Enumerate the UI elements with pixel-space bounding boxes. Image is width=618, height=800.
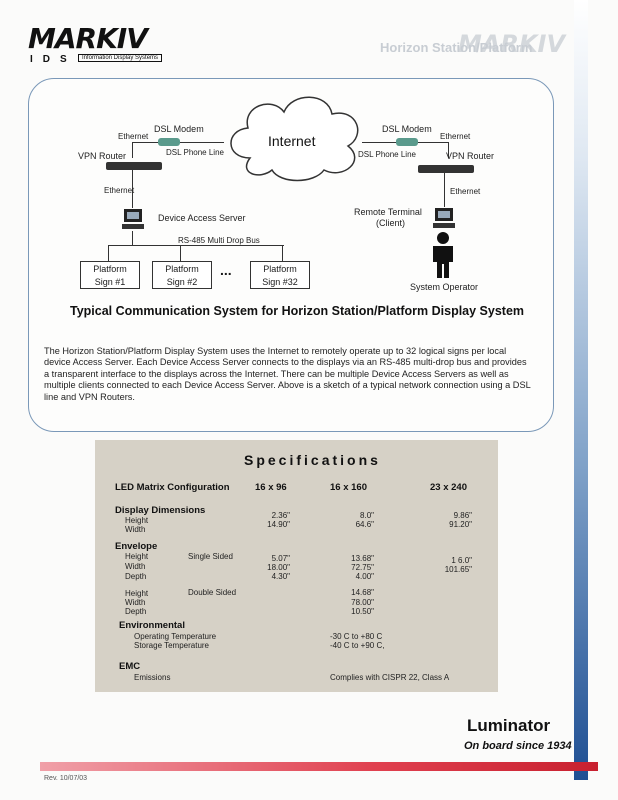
dd-width-label: Width bbox=[125, 525, 146, 534]
emc-heading: EMC bbox=[119, 661, 141, 672]
bus-drop-32 bbox=[282, 245, 283, 261]
platform-sign-2: Platform Sign #2 bbox=[152, 261, 212, 289]
dd-c3-height: 9.86" bbox=[453, 511, 472, 520]
column-16x96: 16 x 96 bbox=[255, 482, 287, 493]
environmental-heading: Environmental bbox=[119, 620, 185, 631]
rs485-bus-line bbox=[108, 245, 284, 246]
client-label: (Client) bbox=[376, 218, 406, 228]
dd-c2-width: 64.6" bbox=[355, 520, 374, 529]
right-ethernet-top-label: Ethernet bbox=[440, 132, 471, 141]
emissions-value: Complies with CISPR 22, Class A bbox=[330, 673, 450, 682]
internet-cloud-icon bbox=[230, 96, 359, 182]
system-operator-label: System Operator bbox=[410, 282, 479, 292]
platform-sign-1: Platform Sign #1 bbox=[80, 261, 140, 289]
logo-tagline: Information Display Systems bbox=[78, 54, 163, 62]
dd-c1-width: 14.90" bbox=[267, 520, 290, 529]
storage-temp-label: Storage Temperature bbox=[134, 641, 210, 650]
dd-c3-width: 91.20" bbox=[449, 520, 472, 529]
env-d-height-label: Height bbox=[125, 589, 149, 598]
env-s-height-label: Height bbox=[125, 552, 149, 561]
right-dsl-line bbox=[362, 142, 396, 143]
left-dsl-line bbox=[180, 142, 224, 143]
env-d-depth-label: Depth bbox=[125, 607, 147, 616]
env-s-c2-height: 13.68" bbox=[351, 554, 374, 563]
platform-sign-32: Platform Sign #32 bbox=[250, 261, 310, 289]
right-ethernet-down bbox=[448, 142, 449, 158]
left-dsl-phone-line-label: DSL Phone Line bbox=[166, 148, 224, 157]
system-operator-icon bbox=[433, 232, 453, 278]
operating-temp-label: Operating Temperature bbox=[134, 632, 217, 641]
env-s-c1-width: 18.00" bbox=[267, 563, 290, 572]
env-d-c2-height: 14.68" bbox=[351, 588, 374, 597]
specifications-panel bbox=[95, 440, 498, 692]
right-dsl-phone-line-label: DSL Phone Line bbox=[358, 150, 416, 159]
left-ethernet-top-label: Ethernet bbox=[118, 132, 149, 141]
internet-label: Internet bbox=[268, 133, 316, 149]
emissions-label: Emissions bbox=[134, 673, 171, 682]
env-s-c3-height: 1 6.0" bbox=[451, 556, 472, 565]
remote-terminal-label: Remote Terminal bbox=[354, 207, 422, 217]
remote-terminal-icon bbox=[433, 208, 455, 228]
platform-sign-2-label: Platform Sign #2 bbox=[165, 264, 199, 287]
env-d-width-label: Width bbox=[125, 598, 146, 607]
ghost-brand: MARKIV bbox=[458, 30, 566, 58]
red-footer-band bbox=[40, 762, 598, 771]
dd-height-label: Height bbox=[125, 516, 149, 525]
left-ethernet-mid-label: Ethernet bbox=[104, 186, 135, 195]
revision-date: Rev. 10/07/03 bbox=[44, 775, 88, 782]
env-s-c3-width: 101.65" bbox=[444, 565, 472, 574]
ghost-title: Horizon Station/Platform bbox=[380, 40, 533, 55]
env-s-width-label: Width bbox=[125, 562, 146, 571]
right-dsl-modem-icon bbox=[396, 138, 418, 146]
dd-c2-height: 8.0" bbox=[360, 511, 374, 520]
left-dsl-modem-icon bbox=[158, 138, 180, 146]
right-vpn-router-label: VPN Router bbox=[446, 151, 495, 161]
left-dsl-modem-label: DSL Modem bbox=[154, 124, 204, 134]
right-dsl-modem-label: DSL Modem bbox=[382, 124, 432, 134]
right-ethernet-to-terminal bbox=[444, 173, 445, 207]
storage-temp-value: -40 C to +90 C, bbox=[330, 641, 385, 650]
env-d-c2-width: 78.00" bbox=[351, 598, 374, 607]
bus-drop-1 bbox=[108, 245, 109, 261]
device-access-server-label: Device Access Server bbox=[158, 213, 246, 223]
left-ethernet-to-server bbox=[132, 170, 133, 208]
server-to-bus bbox=[132, 231, 133, 245]
server-computer-icon bbox=[122, 209, 144, 229]
env-s-c1-height: 5.07" bbox=[271, 554, 290, 563]
right-ethernet-mid-label: Ethernet bbox=[450, 187, 481, 196]
markiv-logo: MARKIV bbox=[28, 22, 148, 55]
rs485-bus-label: RS-485 Multi Drop Bus bbox=[178, 236, 260, 245]
signs-ellipsis: ... bbox=[220, 262, 232, 278]
left-vpn-router-icon bbox=[106, 162, 162, 170]
single-sided-label: Single Sided bbox=[188, 552, 233, 561]
right-vpn-router-icon bbox=[418, 165, 474, 173]
column-23x240: 23 x 240 bbox=[430, 482, 467, 493]
left-ethernet-link bbox=[132, 142, 158, 143]
luminator-tagline: On board since 1934 bbox=[464, 740, 572, 752]
diagram-title: Typical Communication System for Horizon… bbox=[70, 304, 525, 318]
luminator-logo: Luminator bbox=[467, 716, 551, 735]
column-16x160: 16 x 160 bbox=[330, 482, 367, 493]
platform-sign-1-label: Platform Sign #1 bbox=[93, 264, 127, 287]
env-d-c2-depth: 10.50" bbox=[351, 607, 374, 616]
operating-temp-value: -30 C to +80 C bbox=[330, 632, 383, 641]
right-ethernet-link bbox=[418, 142, 448, 143]
blue-edge-stripe bbox=[574, 0, 588, 780]
env-s-depth-label: Depth bbox=[125, 572, 147, 581]
display-dimensions-heading: Display Dimensions bbox=[115, 505, 206, 516]
bus-drop-2 bbox=[180, 245, 181, 261]
description-paragraph: The Horizon Station/Platform Display Sys… bbox=[44, 346, 531, 402]
dd-c1-height: 2.36" bbox=[271, 511, 290, 520]
left-ethernet-down bbox=[132, 142, 133, 158]
envelope-heading: Envelope bbox=[115, 541, 158, 552]
logo-ids: IDS bbox=[30, 54, 77, 65]
env-s-c1-depth: 4.30" bbox=[271, 572, 290, 581]
env-s-c2-width: 72.75" bbox=[351, 563, 374, 572]
env-s-c2-depth: 4.00" bbox=[355, 572, 374, 581]
specifications-title: Specifications bbox=[244, 452, 381, 468]
led-config-label: LED Matrix Configuration bbox=[115, 482, 230, 493]
double-sided-label: Double Sided bbox=[188, 588, 237, 597]
left-vpn-router-label: VPN Router bbox=[78, 151, 127, 161]
platform-sign-32-label: Platform Sign #32 bbox=[262, 264, 298, 287]
